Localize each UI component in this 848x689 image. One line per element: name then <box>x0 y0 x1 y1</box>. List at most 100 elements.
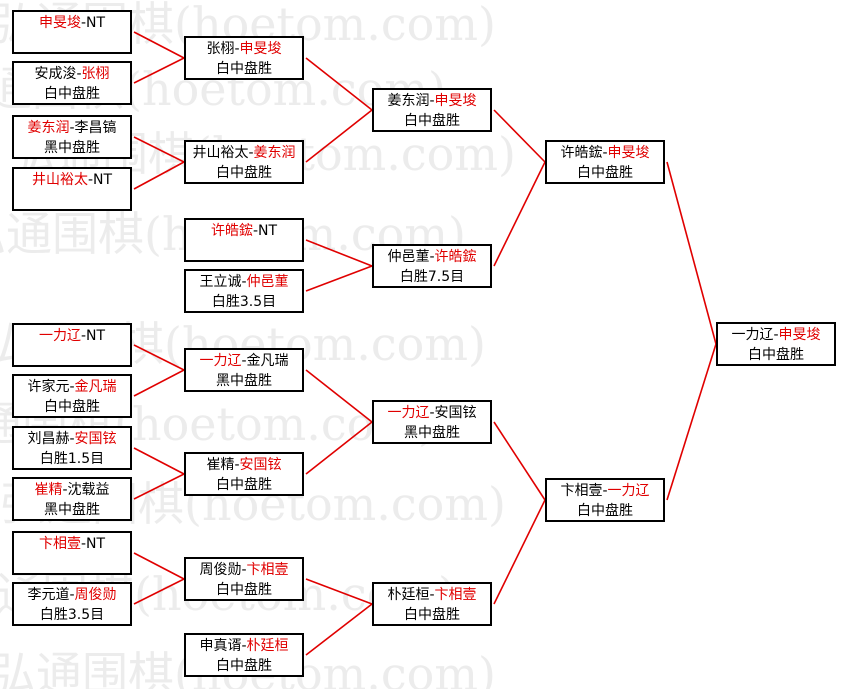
match-box-r1-1: 申旻埈-NT <box>12 10 132 54</box>
match-box-r2-1: 张栩-申旻埈白中盘胜 <box>184 36 304 80</box>
match-result: 黑中盘胜 <box>216 373 272 389</box>
match-players: 一力辽-金凡瑞 <box>186 351 302 371</box>
match-players: 井山裕太-姜东润 <box>186 143 302 163</box>
winner-name: 安国铉 <box>239 457 282 473</box>
match-players: 姜东润-申旻埈 <box>374 91 490 111</box>
match-box-r4-1: 许皓鋐-申旻埈白中盘胜 <box>545 140 665 184</box>
player-name: 卞相壹- <box>560 483 608 499</box>
bracket-connector <box>133 578 185 605</box>
match-box-r1-5: 许皓鋐-NT <box>184 218 304 262</box>
winner-name: 许皓鋐 <box>210 223 253 239</box>
winner-name: 申旻埈 <box>38 15 81 31</box>
winner-name: 姜东润 <box>253 145 296 161</box>
match-result: 白中盘胜 <box>404 607 460 623</box>
match-result: 白中盘胜 <box>216 658 272 674</box>
match-result: 白胜3.5目 <box>39 607 105 623</box>
match-box-r2-3: 一力辽-金凡瑞黑中盘胜 <box>184 348 304 392</box>
match-box-r1-6: 王立诚-仲邑菫白胜3.5目 <box>184 269 304 313</box>
bracket-connector <box>133 447 185 475</box>
match-players: 申旻埈-NT <box>14 13 130 33</box>
winner-name: 卞相壹 <box>434 587 477 603</box>
player-name: -沈载益 <box>62 482 110 498</box>
match-box-r3-1: 姜东润-申旻埈白中盘胜 <box>372 88 492 132</box>
winner-name: 井山裕太 <box>31 172 88 188</box>
bracket-connector <box>133 136 185 163</box>
player-name: 王立诚- <box>199 274 247 290</box>
match-result: 白中盘胜 <box>216 61 272 77</box>
bracket-connector <box>133 344 185 371</box>
match-result: 白中盘胜 <box>216 582 272 598</box>
bracket-connector <box>493 421 546 501</box>
bracket-connector <box>493 499 546 605</box>
winner-name: 一力辽 <box>607 483 650 499</box>
match-players: 朴廷桓-卞相壹 <box>374 585 490 605</box>
match-result: 黑中盘胜 <box>404 425 460 441</box>
match-players: 许皓鋐-NT <box>186 221 302 241</box>
player-name: -NT <box>252 223 278 239</box>
winner-name: 一力辽 <box>387 405 430 421</box>
winner-name: 朴廷桓 <box>246 638 289 654</box>
match-players: 一力辽-NT <box>14 326 130 346</box>
player-name: 周俊勋- <box>199 562 247 578</box>
bracket-connector <box>493 161 546 267</box>
match-box-r1-4: 井山裕太-NT <box>12 167 132 211</box>
match-players: 仲邑菫-许皓鋐 <box>374 247 490 267</box>
bracket-connector <box>666 343 717 501</box>
match-players: 王立诚-仲邑菫 <box>186 272 302 292</box>
bracket-connector <box>305 578 373 605</box>
match-box-r1-8: 许家元-金凡瑞白中盘胜 <box>12 374 132 418</box>
winner-name: 申旻埈 <box>607 145 650 161</box>
winner-name: 一力辽 <box>199 353 242 369</box>
bracket-connector <box>133 552 185 580</box>
match-result: 白中盘胜 <box>216 477 272 493</box>
match-result: 白中盘胜 <box>44 399 100 415</box>
winner-name: 仲邑菫 <box>246 274 289 290</box>
player-name: 安成浚- <box>34 66 82 82</box>
player-name: 张栩- <box>206 41 240 57</box>
match-box-r3-2: 仲邑菫-许皓鋐白胜7.5目 <box>372 244 492 288</box>
winner-name: 卞相壹 <box>246 562 289 578</box>
bracket-connector <box>133 31 185 59</box>
winner-name: 许皓鋐 <box>434 249 477 265</box>
player-name: 崔精- <box>206 457 240 473</box>
match-players: 申真谞-朴廷桓 <box>186 636 302 656</box>
player-name: 一力辽- <box>731 327 779 343</box>
winner-name: 姜东润 <box>27 120 70 136</box>
match-players: 井山裕太-NT <box>14 170 130 190</box>
winner-name: 安国铉 <box>74 431 117 447</box>
match-box-r2-5: 周俊勋-卞相壹白中盘胜 <box>184 557 304 601</box>
match-players: 卞相壹-NT <box>14 534 130 554</box>
match-box-r1-7: 一力辽-NT <box>12 323 132 367</box>
match-players: 周俊勋-卞相壹 <box>186 560 302 580</box>
bracket-connector <box>305 603 373 656</box>
player-name: 朴廷桓- <box>387 587 435 603</box>
winner-name: 卞相壹 <box>38 536 81 552</box>
bracket-connector <box>305 421 373 475</box>
player-name: -金凡瑞 <box>241 353 289 369</box>
bracket-connector <box>133 161 185 190</box>
winner-name: 申旻埈 <box>239 41 282 57</box>
match-players: 安成浚-张栩 <box>14 64 130 84</box>
match-result: 白中盘胜 <box>44 86 100 102</box>
match-box-r2-6: 申真谞-朴廷桓白中盘胜 <box>184 633 304 677</box>
match-players: 姜东润-李昌镐 <box>14 118 130 138</box>
winner-name: 一力辽 <box>38 328 81 344</box>
match-result: 白中盘胜 <box>748 347 804 363</box>
match-result: 黑中盘胜 <box>44 502 100 518</box>
bracket-connector <box>133 473 185 500</box>
bracket-connector <box>305 265 373 292</box>
match-players: 卞相壹-一力辽 <box>547 481 663 501</box>
bracket-connector <box>305 239 373 267</box>
bracket-connector <box>133 57 185 84</box>
winner-name: 周俊勋 <box>74 587 117 603</box>
player-name: 刘昌赫- <box>27 431 75 447</box>
winner-name: 张栩 <box>81 66 110 82</box>
bracket-connector <box>493 109 546 163</box>
match-box-r4-2: 卞相壹-一力辽白中盘胜 <box>545 478 665 522</box>
player-name: 申真谞- <box>199 638 247 654</box>
player-name: -李昌镐 <box>69 120 117 136</box>
match-result: 白中盘胜 <box>577 165 633 181</box>
match-result: 白中盘胜 <box>404 113 460 129</box>
player-name: -NT <box>80 536 106 552</box>
